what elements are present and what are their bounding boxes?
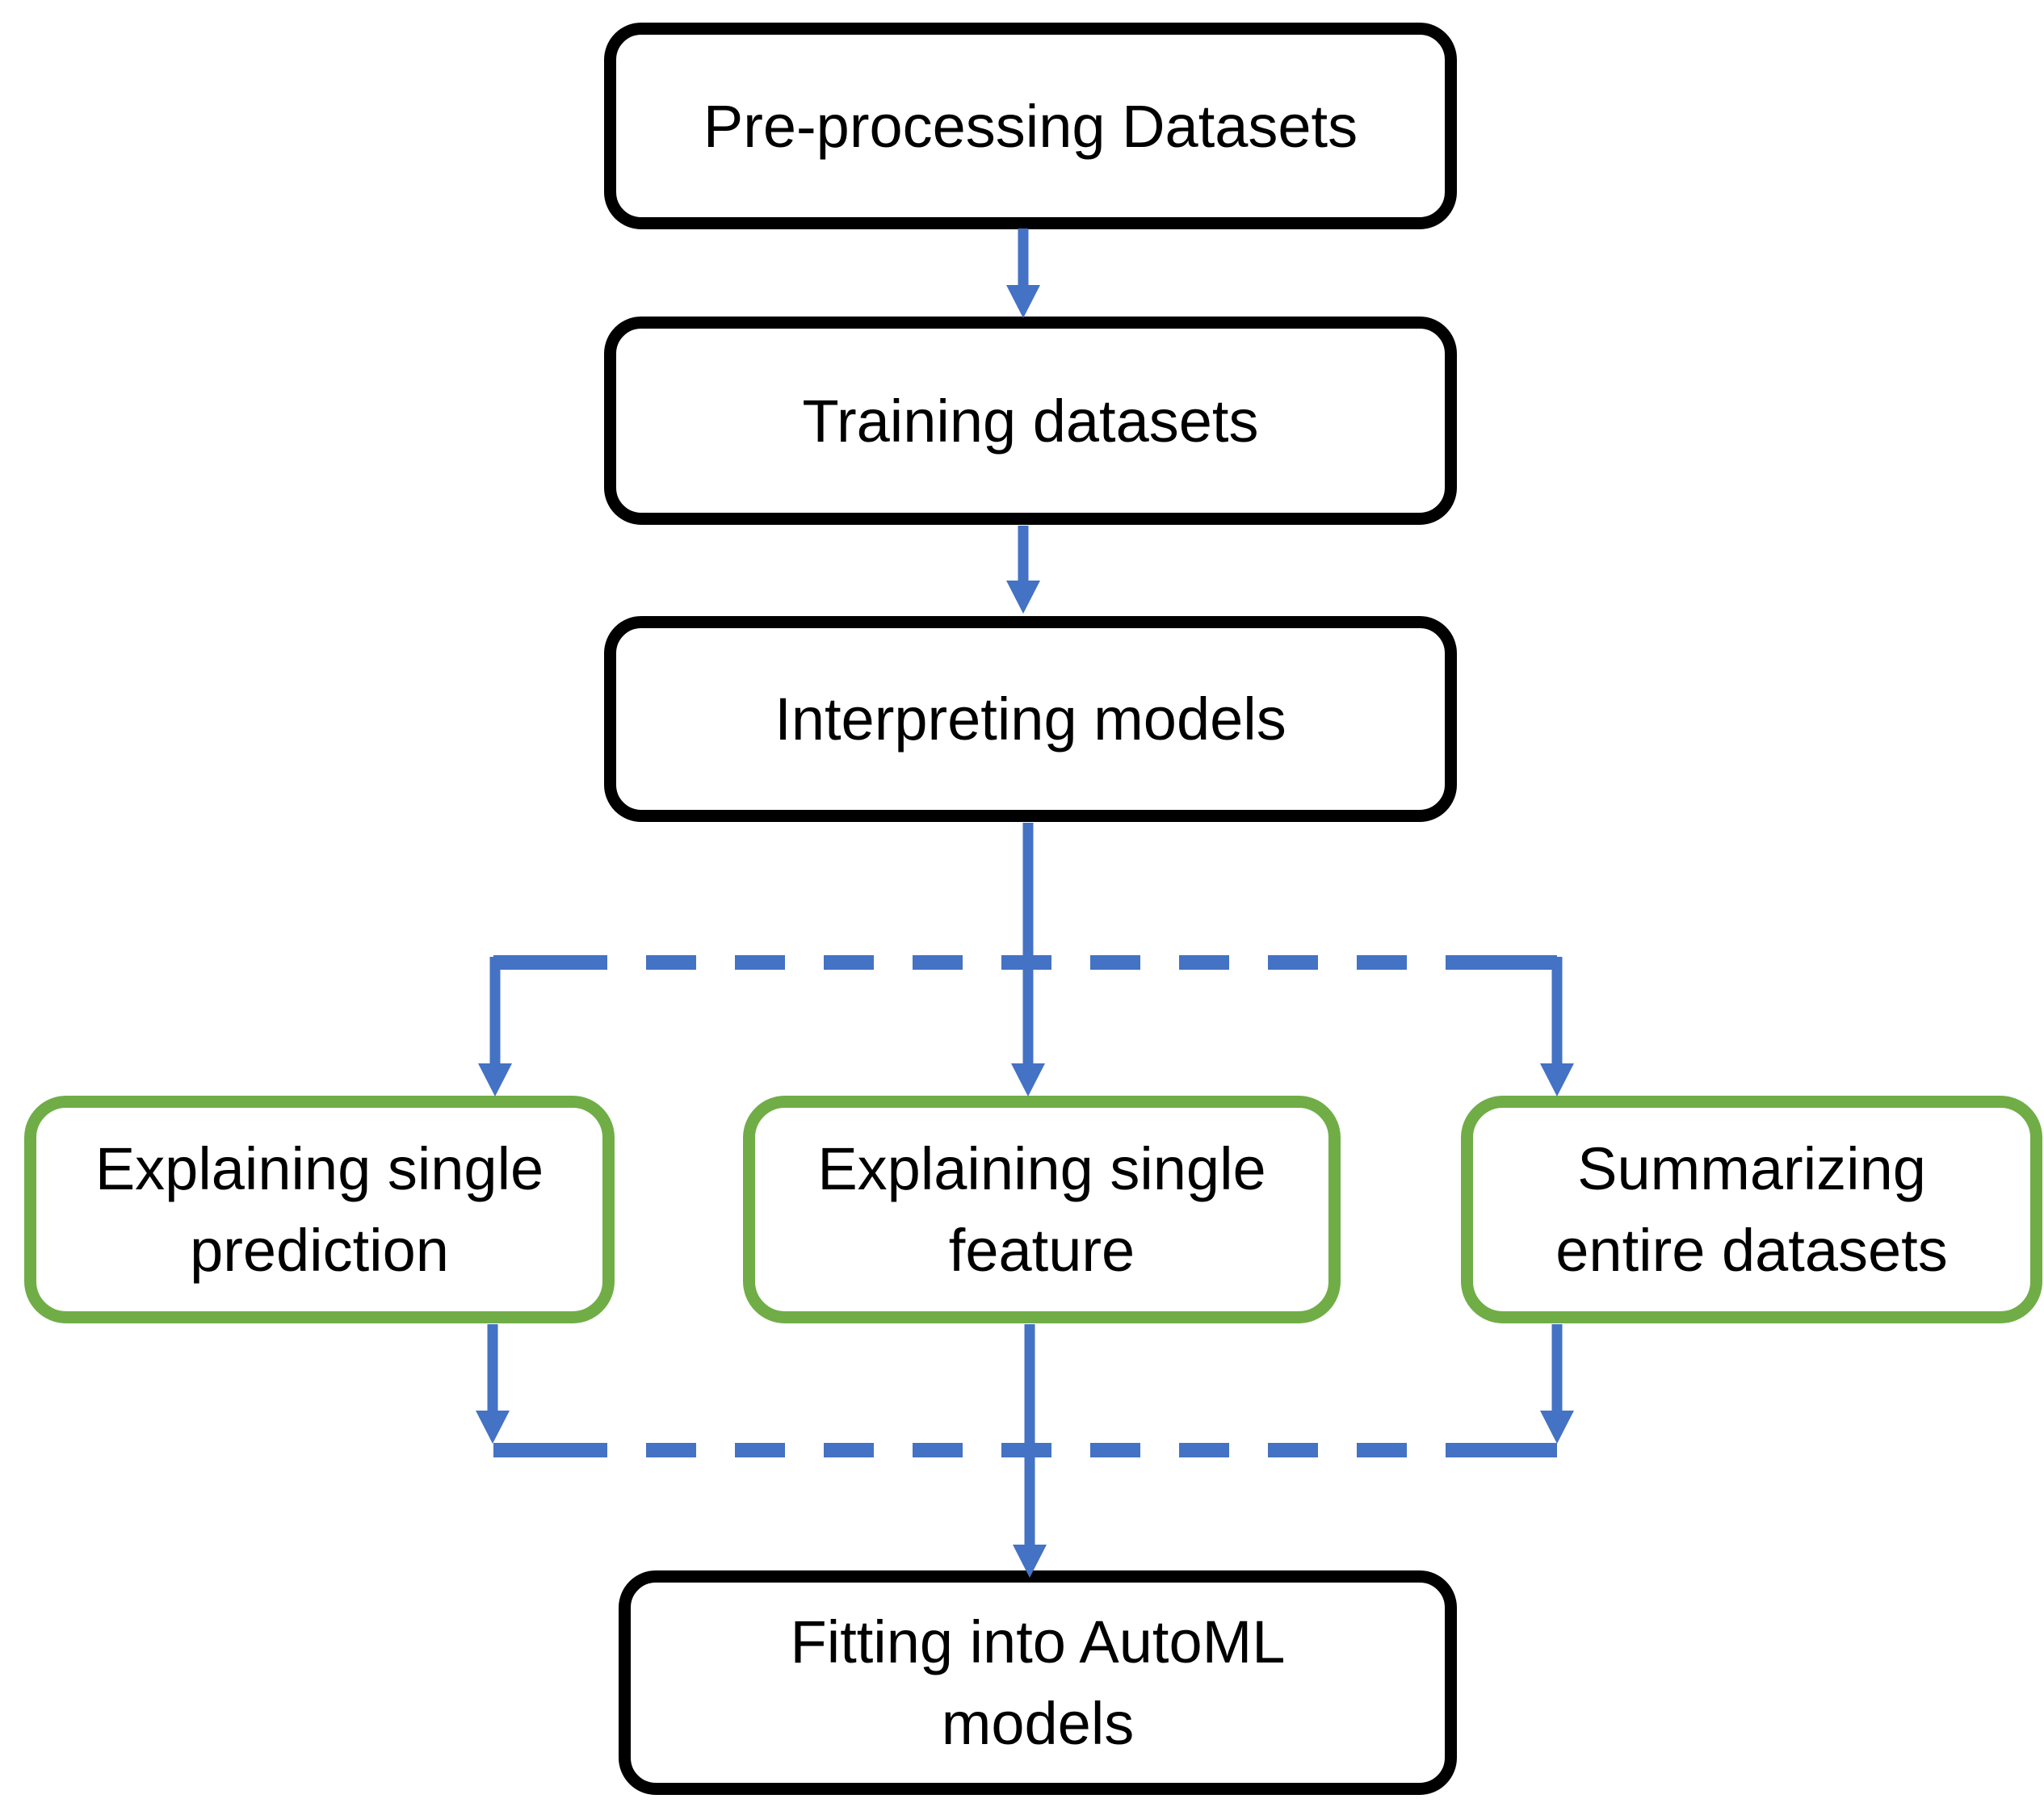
node-summarizing-entire-datasets: Summarizing entire datasets bbox=[1461, 1096, 2042, 1323]
node-training-datasets: Training datasets bbox=[604, 317, 1457, 525]
node-label: Interpreting models bbox=[774, 686, 1286, 753]
arrowhead-down-icon bbox=[1011, 1063, 1045, 1096]
edge-interpreting-to-explaining-prediction bbox=[478, 957, 512, 1096]
node-label-line: Fitting into AutoML bbox=[790, 1608, 1286, 1675]
node-label-line: prediction bbox=[190, 1217, 449, 1284]
node-preprocessing-datasets: Pre-processing Datasets bbox=[604, 23, 1457, 229]
edge-summarizing-to-merge bbox=[1540, 1324, 1574, 1444]
arrowhead-down-icon bbox=[1540, 1411, 1574, 1444]
node-label-line: Explaining single bbox=[817, 1135, 1266, 1202]
arrowhead-down-icon bbox=[1540, 1063, 1574, 1096]
node-label-line: entire datasets bbox=[1555, 1217, 1948, 1284]
edge-interpreting-to-explaining-feature bbox=[1011, 823, 1045, 1096]
node-label-line: models bbox=[941, 1690, 1135, 1757]
edge-interpreting-to-summarizing bbox=[1540, 957, 1574, 1096]
node-label-line: Explaining single bbox=[94, 1135, 544, 1202]
arrowhead-down-icon bbox=[478, 1063, 512, 1096]
edge-explaining-prediction-to-merge bbox=[476, 1324, 510, 1444]
edge-preprocessing-to-training bbox=[1006, 229, 1040, 318]
arrowhead-down-icon bbox=[476, 1411, 510, 1444]
edge-training-to-interpreting bbox=[1006, 526, 1040, 614]
arrowhead-down-icon bbox=[1006, 285, 1040, 318]
node-fitting-into-automl-models: Fitting into AutoML models bbox=[619, 1570, 1457, 1795]
node-label: Training datasets bbox=[802, 387, 1259, 455]
node-label-line: Summarizing bbox=[1577, 1135, 1926, 1202]
node-interpreting-models: Interpreting models bbox=[604, 616, 1457, 822]
node-explaining-single-feature: Explaining single feature bbox=[743, 1096, 1341, 1323]
node-label: Pre-processing Datasets bbox=[703, 92, 1358, 160]
arrowhead-down-icon bbox=[1006, 581, 1040, 614]
edge-explaining-feature-to-fitting bbox=[1013, 1324, 1047, 1578]
node-explaining-single-prediction: Explaining single prediction bbox=[24, 1096, 615, 1323]
node-label-line: feature bbox=[948, 1217, 1135, 1284]
